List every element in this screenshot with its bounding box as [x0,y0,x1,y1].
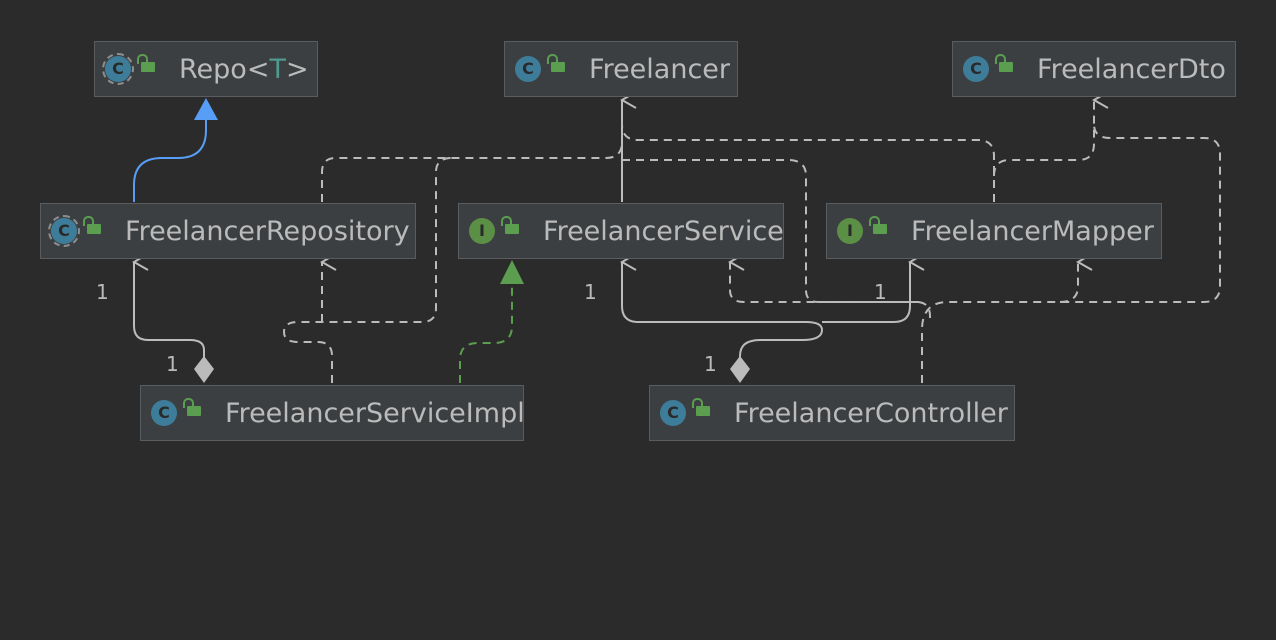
abstract-class-icon: C [102,53,134,85]
node-freelancer-mapper-name: FreelancerMapper [911,215,1154,247]
multiplicity-label: 1 [166,352,179,376]
edge-controller-depends-service[interactable] [730,262,931,318]
public-lock-icon [183,398,201,416]
node-freelancer-service-impl-name: FreelancerServiceImpl [225,397,525,429]
class-icon: C [963,56,989,82]
multiplicity-label: 1 [704,352,717,376]
node-freelancer-name: Freelancer [589,53,731,85]
edge-controller-uses-service-mapper[interactable] [622,262,910,383]
node-freelancer-service[interactable]: I FreelancerService [458,203,784,259]
node-freelancer-mapper[interactable]: I FreelancerMapper [826,203,1162,259]
edge-controller-depends-dto[interactable] [921,123,1221,383]
public-lock-icon [692,398,710,416]
public-lock-icon [137,54,155,72]
composition-diamond [730,356,750,383]
public-lock-icon [547,54,565,72]
public-lock-icon [995,54,1013,72]
edge-mapper-depends-dto[interactable] [993,100,1094,177]
interface-icon: I [837,218,863,244]
class-icon: C [515,56,541,82]
multiplicity-label: 1 [96,280,109,304]
multiplicity-label: 1 [874,280,887,304]
node-freelancer-controller[interactable]: C FreelancerController [649,385,1015,441]
node-freelancer[interactable]: C Freelancer [504,41,738,97]
node-freelancer-service-name: FreelancerService [543,215,784,247]
edge-repository-depends-freelancer[interactable] [321,141,623,202]
node-freelancer-repository-name: FreelancerRepository [125,215,410,247]
edge-repository-extends-repo[interactable] [133,98,218,202]
node-repo[interactable]: C Repo<T> [94,41,318,97]
node-freelancer-service-impl[interactable]: C FreelancerServiceImpl [140,385,525,441]
class-icon: C [660,400,686,426]
type-parameter: T [269,53,286,85]
edge-controller-depends-mapper[interactable] [1059,262,1078,303]
node-freelancer-repository[interactable]: C FreelancerRepository [40,203,416,259]
composition-diamond [194,356,214,383]
node-freelancer-dto[interactable]: C FreelancerDto [952,41,1236,97]
public-lock-icon [501,216,519,234]
interface-icon: I [469,218,495,244]
class-icon: C [151,400,177,426]
node-freelancer-dto-name: FreelancerDto [1037,53,1226,85]
edge-mapper-depends-freelancer[interactable] [621,123,995,303]
multiplicity-label: 1 [584,280,597,304]
edge-impl-implements-service[interactable] [459,260,524,383]
node-repo-name: Repo<T> [179,53,309,85]
edge-impl-depends-freelancer[interactable] [282,157,453,383]
abstract-class-icon: C [48,215,80,247]
node-freelancer-controller-name: FreelancerController [734,397,1008,429]
edge-impl-uses-repository[interactable] [134,262,214,383]
public-lock-icon [869,216,887,234]
public-lock-icon [83,216,101,234]
